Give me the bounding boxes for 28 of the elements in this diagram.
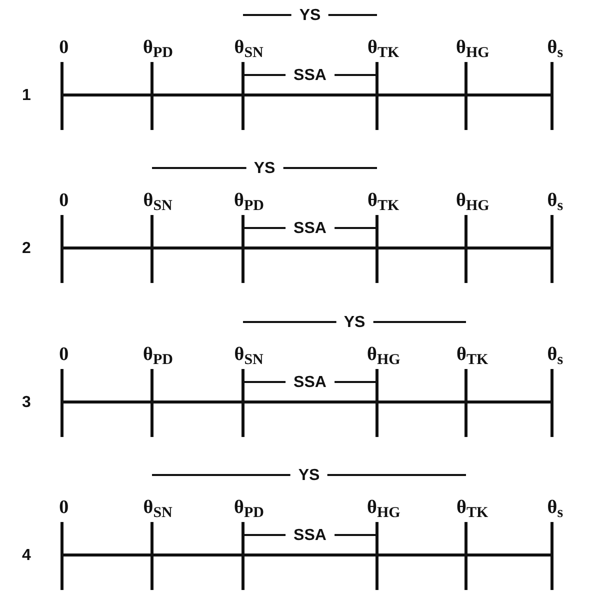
axis-label: θ$_{SN}$ (143, 498, 172, 521)
row-number: 3 (22, 395, 31, 411)
axis-label: θ$_{PD}$ (234, 498, 264, 521)
axis-label: θ$_{HG}$ (367, 345, 400, 368)
axis-label: 0 (59, 191, 69, 210)
axis-label: θ$_{SN}$ (143, 191, 172, 214)
axis-label: θ$_{HG}$ (367, 498, 400, 521)
axis-label: θ$_{PD}$ (234, 191, 264, 214)
row-number: 4 (22, 548, 31, 564)
axis-label: θ$_{s}$ (547, 191, 564, 214)
axis-label: θ$_{TK}$ (456, 345, 488, 368)
axis-label: θ$_{SN}$ (234, 345, 264, 368)
axis-label: θ$_{SN}$ (234, 38, 264, 61)
axis-label: θ$_{s}$ (547, 345, 564, 368)
axis-label: θ$_{HG}$ (456, 191, 490, 214)
axis-label: θ$_{PD}$ (143, 345, 173, 368)
axis-label: 0 (59, 345, 69, 364)
row-number: 1 (22, 88, 31, 104)
axis-label: θ$_{s}$ (547, 498, 564, 521)
axis-label: θ$_{TK}$ (368, 38, 400, 61)
axis-label: θ$_{TK}$ (456, 498, 488, 521)
axis-label: θ$_{s}$ (547, 38, 564, 61)
axis-label: θ$_{TK}$ (368, 191, 400, 214)
axis-label: θ$_{HG}$ (456, 38, 490, 61)
axis-label: θ$_{PD}$ (143, 38, 173, 61)
axis-label: 0 (59, 38, 69, 57)
row-number: 2 (22, 241, 31, 257)
axis-label: 0 (59, 498, 69, 517)
